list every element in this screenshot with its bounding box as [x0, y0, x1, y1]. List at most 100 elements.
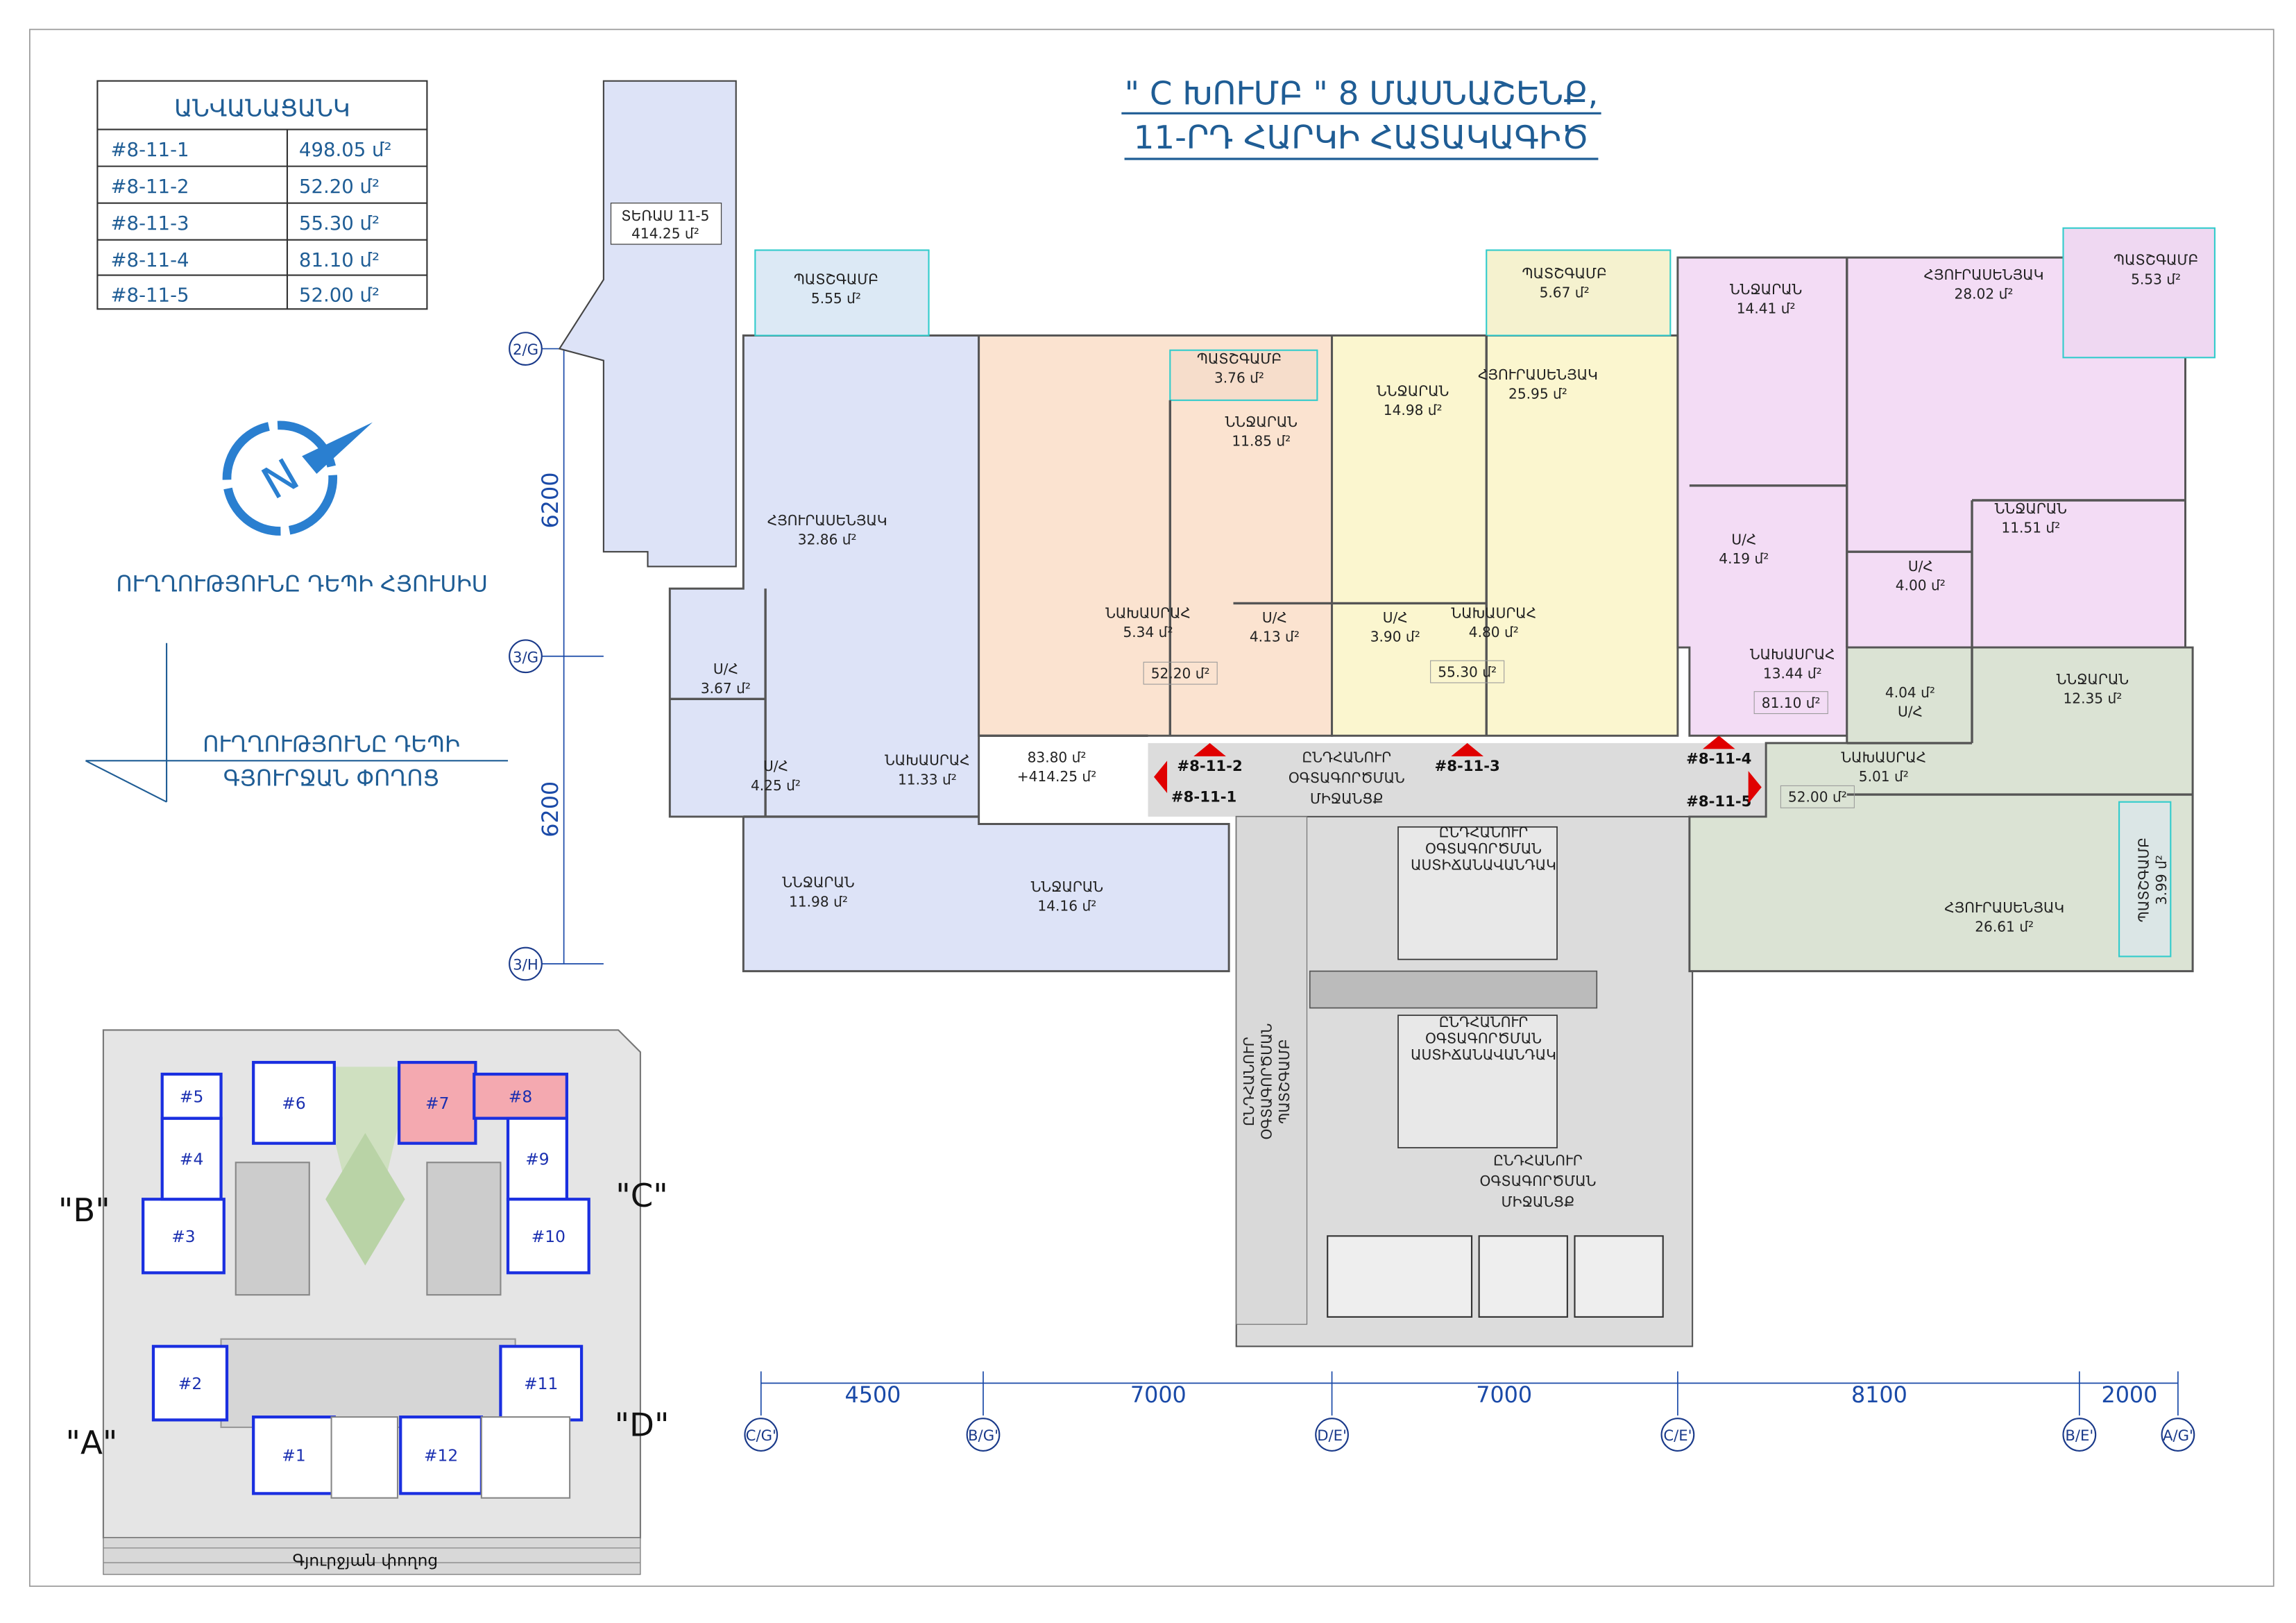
apartment-total-area: +414.25 մ² — [1017, 768, 1097, 785]
room-name: ՀՅՈՒՐԱՍԵՆՅԱԿ — [1924, 266, 2044, 283]
room-area: 25.95 մ² — [1508, 386, 1567, 402]
room-label: ՆԱԽԱՍՐԱՀ 5.01 մ² — [1842, 749, 1927, 785]
street-direction-indicator: ՈՒՂՂՈՒԹՅՈՒՆԸ ԴԵՊԻ ԳՅՈՒՐՋԱՆ ՓՈՂՈՑ — [85, 643, 509, 803]
room-area: 12.35 մ² — [2063, 690, 2122, 707]
room-area: 3.67 մ² — [701, 680, 751, 697]
room-name: ՀՅՈՒՐԱՍԵՆՅԱԿ — [1944, 899, 2064, 916]
apartment-id: #8-11-1 — [1171, 788, 1236, 806]
apartment-id: #8-11-2 — [1177, 757, 1242, 774]
room-area: 4.25 մ² — [751, 777, 801, 794]
site-building: #6 — [252, 1060, 336, 1145]
axis-bubble: A/G' — [2163, 1427, 2193, 1444]
group-label-d: "D" — [615, 1407, 670, 1445]
legend-row-area: 52.00 մ² — [299, 284, 380, 307]
room-name: ՆԱԽԱՍՐԱՀ — [1842, 749, 1927, 765]
north-direction-label: ՈՒՂՂՈՒԹՅՈՒՆԸ ԴԵՊԻ ՀՅՈՒՍԻՍ — [116, 571, 488, 597]
legend-row-area: 55.30 մ² — [299, 212, 380, 235]
legend-row-area: 52.20 մ² — [299, 176, 380, 198]
room-name: ՊԱՏՇԳԱՄԲ — [2135, 838, 2152, 922]
sheet-title: " C ԽՈՒՄԲ " 8 ՄԱՍՆԱՇԵՆՔ, 11-ՐԴ ՀԱՐԿԻ ՀԱՏ… — [1121, 76, 1601, 160]
room-label: Ս/Հ4.25 մ² — [751, 758, 801, 794]
elevator-2 — [1478, 1235, 1568, 1318]
dim-bottom: 7000 — [1130, 1382, 1187, 1408]
balcony — [1169, 349, 1318, 401]
room-name: ՆԱԽԱՍՐԱՀ — [1750, 646, 1835, 663]
north-arrow-icon — [302, 422, 373, 474]
floor-plan — [668, 227, 2216, 1348]
site-building: #8 — [473, 1072, 568, 1120]
room-name: ՆՆՋԱՐԱՆ — [1995, 500, 2067, 517]
room-label: Ս/Հ3.67 մ² — [701, 661, 751, 697]
room-area: 32.86 մ² — [798, 532, 857, 548]
apartment-total-area: 83.80 մ² — [1028, 749, 1087, 765]
room-area: 14.41 մ² — [1737, 300, 1796, 317]
stair-label: ԸՆԴՀԱՆՈՒՐ — [1439, 1014, 1529, 1030]
legend-row-area: 498.05 մ² — [299, 139, 392, 161]
room-label: 4.04 մ²Ս/Հ — [1885, 684, 1935, 720]
room-name: Ս/Հ — [1908, 558, 1933, 575]
apartment-total-area: 52.00 մ² — [1788, 789, 1847, 806]
site-building-label: #7 — [425, 1094, 449, 1113]
room-name: Ս/Հ — [1383, 609, 1408, 626]
elevator-1 — [1327, 1235, 1473, 1318]
axis-bubble: C/G' — [746, 1427, 776, 1444]
room-label: ՆՆՋԱՐԱՆ 12.35 մ² — [2057, 671, 2129, 707]
room-name: ՆՆՋԱՐԱՆ — [1730, 281, 1802, 298]
sheet-border — [29, 28, 2274, 1587]
room-name: ՊԱՏՇԳԱՄԲ — [1522, 265, 1607, 282]
site-building-label: #4 — [180, 1150, 203, 1169]
site-plan: Գյուրջյան փողոց #1#2#3#4#5#6#7#8#9#10#11… — [58, 1029, 670, 1575]
apartment-8-11-5 — [1688, 646, 2194, 973]
axis-bubble: D/E' — [1317, 1427, 1347, 1444]
dim-bottom: 7000 — [1476, 1382, 1532, 1408]
room-area: 3.99 մ² — [2153, 855, 2170, 905]
site-building-label: #10 — [532, 1227, 566, 1246]
room-name: Ս/Հ — [1262, 609, 1287, 626]
room-area: 5.01 մ² — [1859, 768, 1909, 785]
stair-label: ԸՆԴՀԱՆՈՒՐ — [1439, 824, 1529, 841]
room-area: 5.67 մ² — [1540, 284, 1590, 300]
corridor-label: ՄԻՋԱՆՑՔ — [1310, 790, 1384, 807]
site-building-label: #6 — [282, 1094, 305, 1113]
room-name: ՊԱՏՇԳԱՄԲ — [2114, 252, 2198, 269]
axis-bubble: 3/G — [513, 648, 538, 665]
group-label-a: "A" — [66, 1425, 118, 1462]
room-name: ՆՆՋԱՐԱՆ — [782, 874, 854, 891]
site-building-label: #11 — [524, 1375, 558, 1393]
site-building: #4 — [160, 1116, 223, 1201]
room-label: Ս/Հ3.90 մ² — [1370, 609, 1420, 645]
room-label: ՆՆՋԱՐԱՆ 14.41 մ² — [1730, 281, 1802, 317]
room-area: 11.33 մ² — [898, 771, 957, 788]
site-building: #7 — [398, 1060, 477, 1145]
room-name: ՆՆՋԱՐԱՆ — [2057, 671, 2129, 688]
title-line-2: 11-ՐԴ ՀԱՐԿԻ ՀԱՏԱԿԱԳԻԾ — [1134, 119, 1589, 157]
balcony — [2062, 227, 2216, 359]
site-building: #11 — [499, 1345, 584, 1422]
balcony-label: ԸՆԴՀԱՆՈՒՐ — [1241, 1037, 1257, 1126]
legend-row-id: #8-11-5 — [110, 284, 189, 307]
apartment-8-11-2 — [978, 334, 1334, 737]
entrance-marker-icon — [1702, 736, 1735, 749]
street-direction-label-1: ՈՒՂՂՈՒԹՅՈՒՆԸ ԴԵՊԻ — [203, 732, 460, 758]
room-area: 28.02 մ² — [1955, 285, 2014, 302]
site-building: #12 — [399, 1415, 483, 1495]
room-name: ՆԱԽԱՍՐԱՀ — [1105, 605, 1191, 622]
site-street-label: Գյուրջյան փողոց — [293, 1551, 439, 1570]
site-building: #2 — [151, 1345, 229, 1422]
room-label: Ս/Հ4.13 մ² — [1250, 609, 1300, 645]
axis-bubble: B/G' — [968, 1427, 998, 1444]
dim-left-1: 6200 — [538, 473, 563, 529]
balcony — [1486, 249, 1672, 337]
street-direction-label-2: ԳՅՈՒՐՋԱՆ ՓՈՂՈՑ — [223, 765, 440, 791]
apartment-total-area: 55.30 մ² — [1438, 663, 1497, 680]
legend-row-id: #8-11-4 — [110, 249, 189, 271]
